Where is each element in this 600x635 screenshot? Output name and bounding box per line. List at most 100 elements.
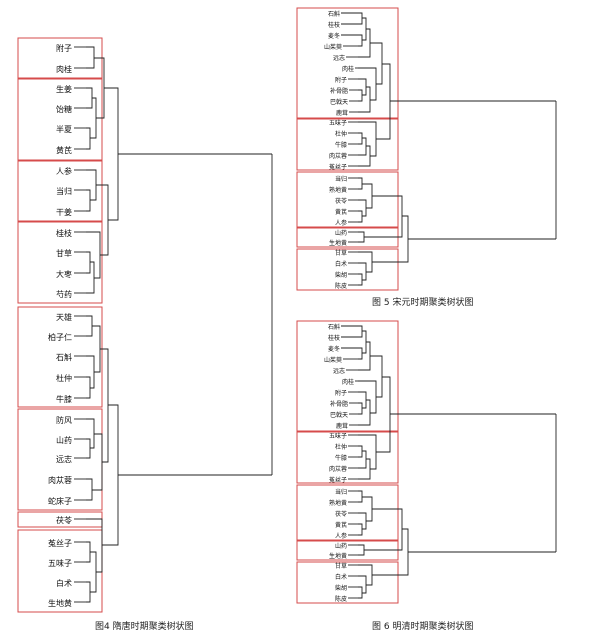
join: [358, 402, 363, 415]
herb-label: 肉桂: [342, 378, 354, 386]
join: [358, 28, 371, 58]
join: [86, 581, 91, 603]
herb-label: 菟丝子: [329, 163, 347, 171]
herb-label: 干姜: [56, 207, 72, 217]
join: [86, 376, 91, 399]
herb-label: 黄芪: [335, 208, 347, 216]
herb-label: 五味子: [329, 432, 347, 440]
join: [358, 273, 363, 286]
herb-label: 茯苓: [56, 515, 72, 525]
join: [358, 399, 371, 426]
herb-label: 陈皮: [335, 282, 347, 290]
herb-label: 补骨脂: [330, 87, 348, 95]
join: [358, 177, 363, 190]
herb-label: 生姜: [56, 84, 72, 94]
herb-label: 杜仲: [335, 443, 347, 451]
herb-label: 附子: [56, 43, 72, 53]
join: [358, 564, 373, 586]
join: [358, 132, 363, 145]
herb-label: 麦冬: [328, 32, 340, 40]
herb-label: 远志: [333, 367, 345, 375]
join: [358, 523, 363, 536]
join: [358, 145, 371, 167]
join: [358, 586, 363, 599]
herb-label: 鹿茸: [336, 422, 348, 430]
join: [370, 355, 383, 398]
join: [92, 433, 103, 491]
herb-label: 蛇床子: [48, 496, 72, 506]
join: [86, 231, 101, 279]
herb-label: 黄芪: [56, 145, 72, 155]
herb-label: 山药: [335, 229, 347, 237]
cluster-box: [296, 484, 399, 541]
cluster-box: [17, 160, 103, 222]
herb-label: 肉桂: [342, 65, 354, 73]
join: [376, 63, 391, 140]
herb-label: 杜仲: [335, 130, 347, 138]
dendrogram-ming-qing: 石斛桂枝麦冬山茱萸远志肉桂附子补骨脂巴戟天鹿茸五味子杜仲牛膝肉苁蓉菟丝子当归熟地…: [296, 320, 557, 604]
herb-label: 熟地黄: [329, 186, 347, 194]
herb-label: 茯苓: [335, 510, 347, 518]
join: [358, 121, 377, 157]
cluster-box: [296, 171, 399, 228]
herb-label: 麦冬: [328, 345, 340, 353]
herb-label: 菟丝子: [329, 476, 347, 484]
cluster-box: [296, 248, 399, 291]
join: [358, 490, 363, 503]
join: [358, 137, 367, 156]
join: [364, 195, 403, 238]
herb-label: 人参: [335, 219, 347, 227]
herb-label: 桂枝: [56, 228, 72, 238]
cluster-box: [296, 118, 399, 171]
join: [362, 183, 373, 209]
join: [358, 34, 363, 47]
join: [90, 97, 97, 139]
join: [86, 189, 91, 212]
join: [86, 478, 93, 501]
join: [358, 231, 365, 243]
join: [92, 325, 101, 373]
join: [358, 67, 377, 101]
join: [372, 528, 409, 576]
herb-label: 柏子仁: [48, 332, 72, 342]
herb-label: 生地黄: [329, 552, 347, 560]
join: [86, 418, 95, 449]
join: [86, 541, 91, 563]
dendrogram-song-yuan: 石斛桂枝麦冬山茱萸远志肉桂附子补骨脂巴戟天鹿茸五味子杜仲牛膝肉苁蓉菟丝子当归熟地…: [296, 7, 557, 291]
herb-label: 茯苓: [335, 197, 347, 205]
join: [358, 434, 377, 470]
join: [358, 341, 371, 371]
herb-label: 防风: [56, 415, 72, 425]
herb-label: 鹿茸: [336, 109, 348, 117]
join: [104, 87, 119, 221]
caption-fig5: 图 5 宋元时期聚类树状图: [372, 296, 473, 308]
join: [358, 325, 363, 338]
join: [358, 445, 363, 458]
herb-label: 陈皮: [335, 595, 347, 603]
join: [358, 575, 367, 594]
herb-label: 熟地黄: [329, 499, 347, 507]
herb-label: 生地黄: [329, 239, 347, 247]
herb-label: 杜仲: [56, 373, 72, 383]
herb-label: 甘草: [56, 248, 72, 258]
herb-label: 五味子: [48, 558, 72, 568]
join: [86, 169, 97, 201]
join: [86, 127, 91, 150]
herb-label: 牛膝: [56, 394, 72, 404]
herb-label: 人参: [335, 532, 347, 540]
herb-label: 饴糖: [56, 104, 72, 114]
join: [376, 376, 391, 453]
join: [86, 87, 93, 109]
herb-label: 山茱萸: [324, 356, 342, 364]
herb-label: 当归: [56, 186, 72, 196]
herb-label: 肉苁蓉: [329, 152, 347, 160]
cluster-box: [17, 306, 103, 408]
join: [358, 544, 365, 556]
join: [358, 12, 363, 25]
join: [364, 508, 403, 551]
herb-label: 五味子: [329, 119, 347, 127]
join: [86, 251, 91, 274]
join: [86, 46, 95, 69]
herb-label: 补骨脂: [330, 400, 348, 408]
join: [86, 438, 91, 459]
